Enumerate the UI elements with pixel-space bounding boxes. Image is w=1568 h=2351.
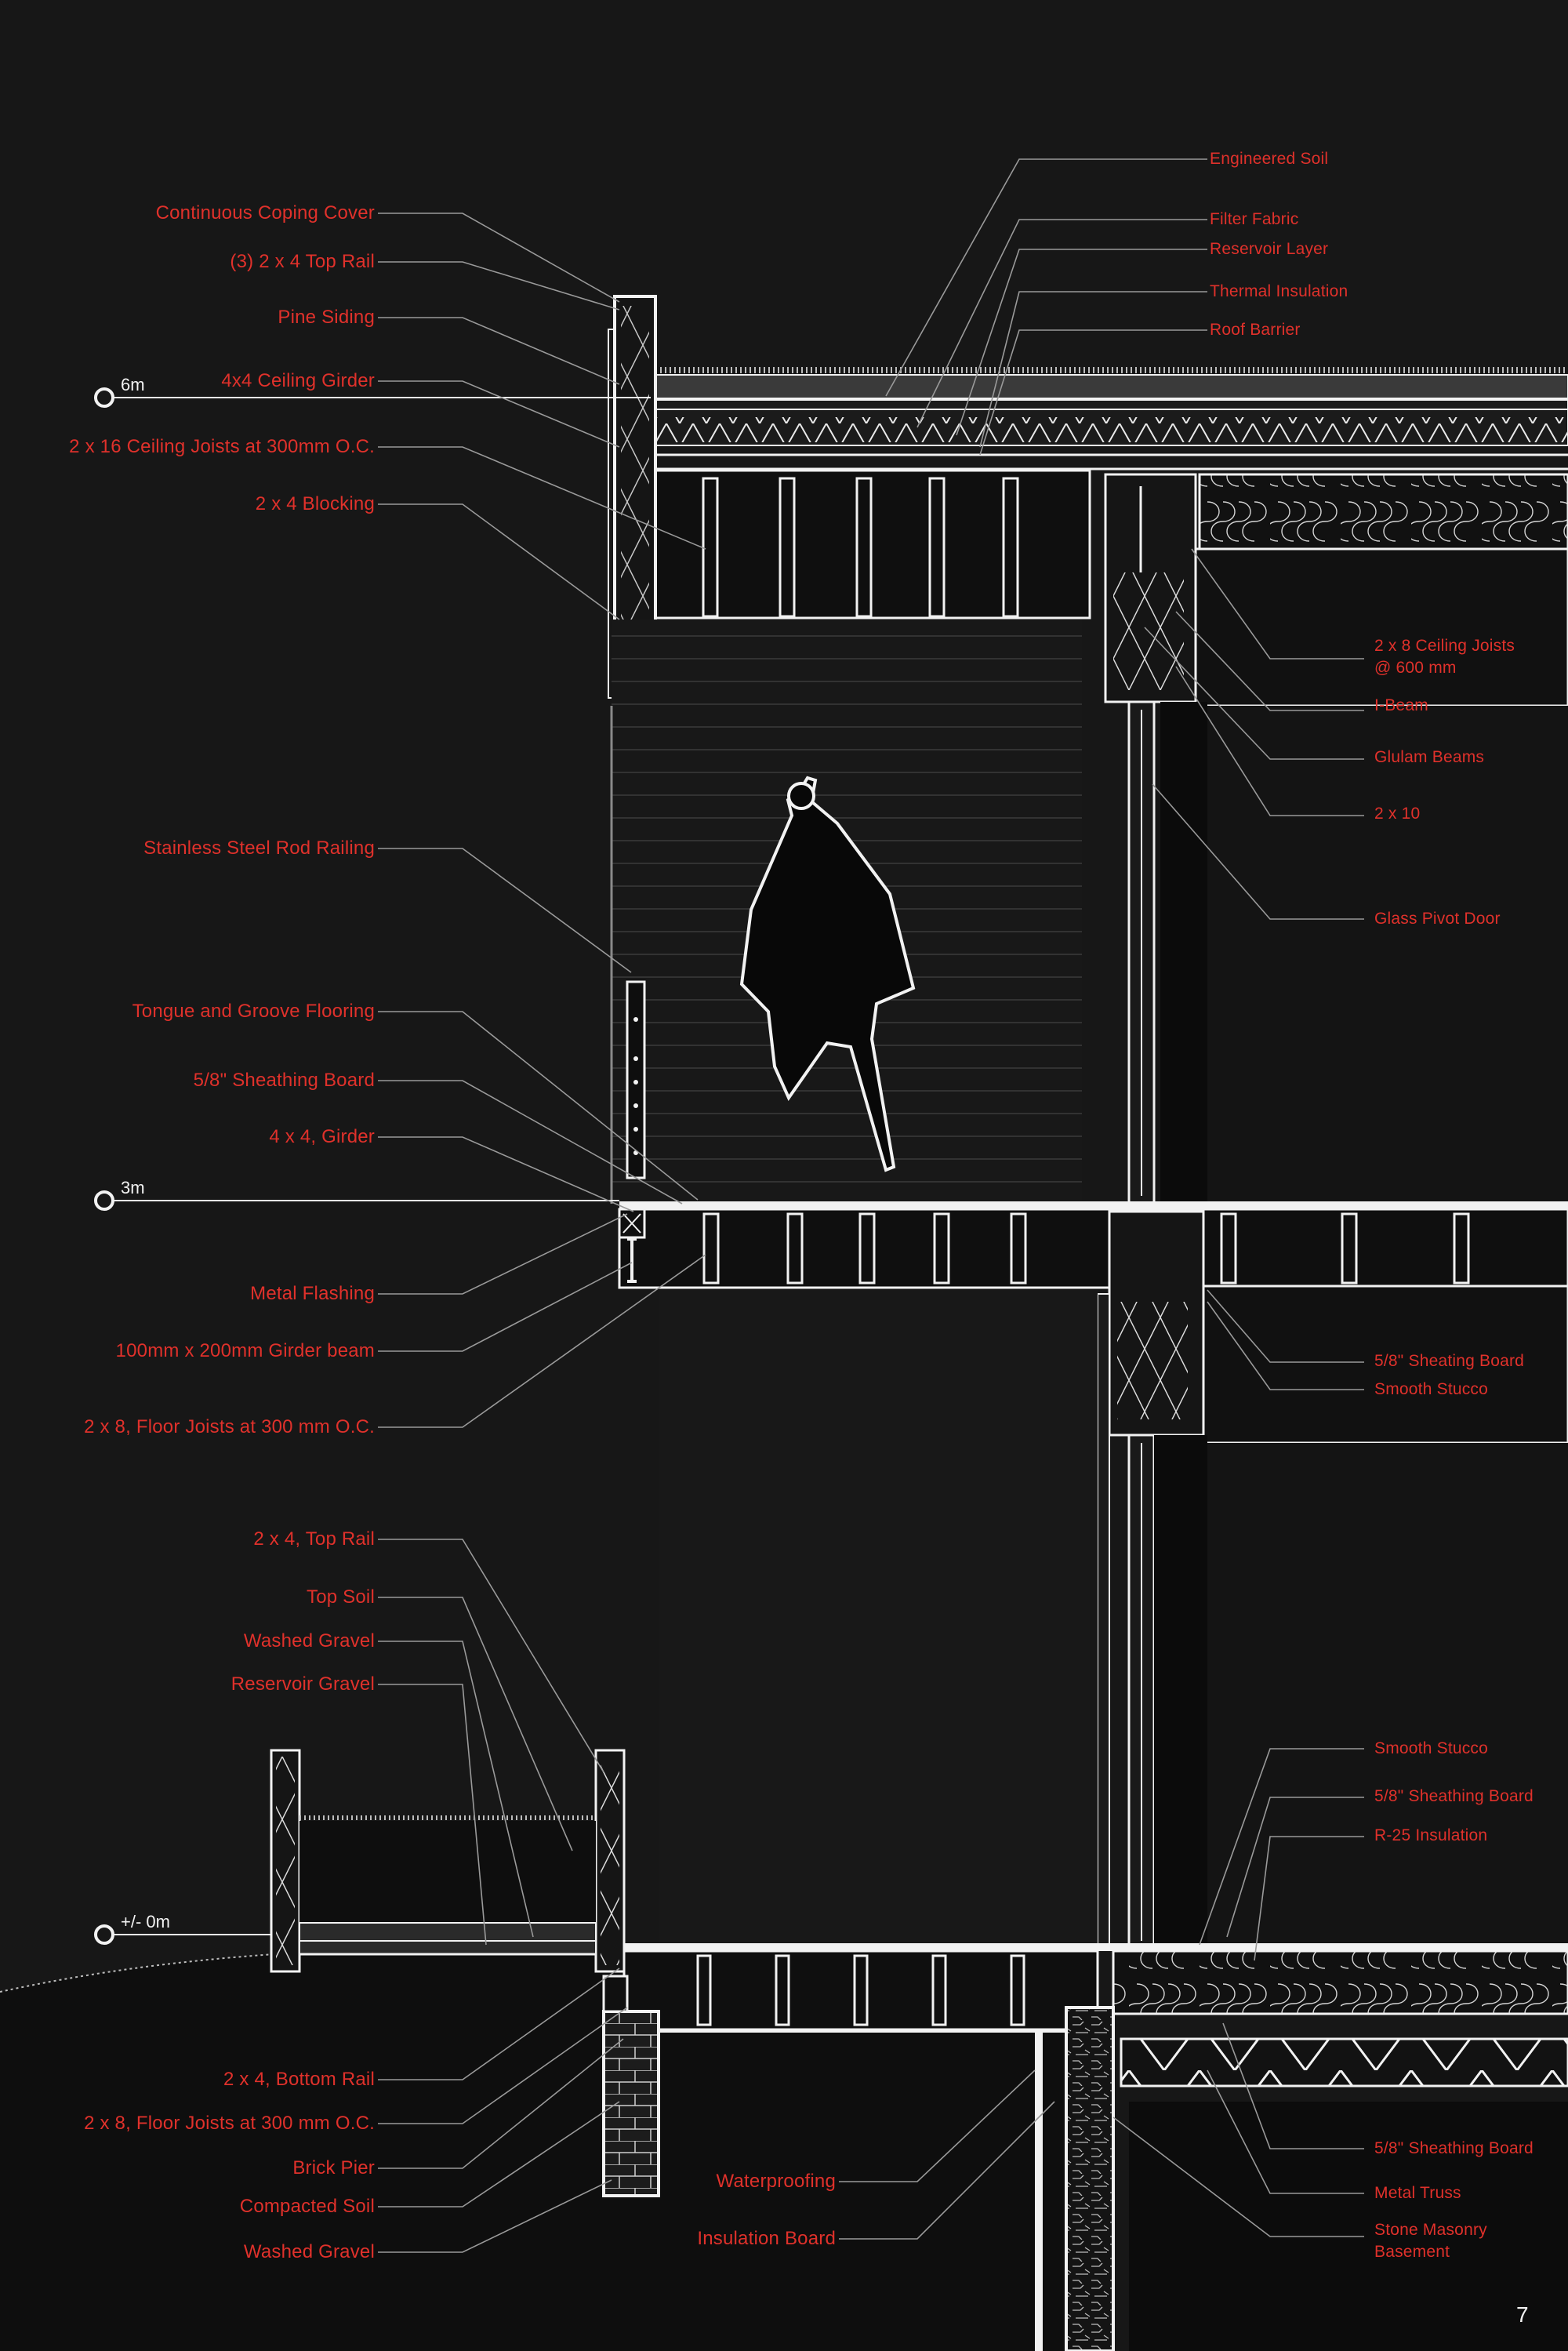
label-ceiling-joists-2x8-b: @ 600 mm (1374, 659, 1457, 677)
floor-insulation (1112, 1949, 1568, 2015)
label-glulam: Glulam Beams (1374, 748, 1485, 766)
label-sheating-board: 5/8" Sheating Board (1374, 1352, 1525, 1370)
label-bottom-rail: 2 x 4, Bottom Rail (223, 2069, 375, 2090)
label-ceiling-joists: 2 x 16 Ceiling Joists at 300mm O.C. (69, 436, 375, 457)
label-stone-masonry-a: Stone Masonry (1374, 2221, 1487, 2239)
label-reservoir-layer: Reservoir Layer (1210, 240, 1329, 258)
roof-insulation (1198, 473, 1568, 551)
leaders-left (378, 213, 1055, 2253)
label-ceiling-joists-2x8-a: 2 x 8 Ceiling Joists (1374, 637, 1515, 655)
girder-beam (627, 1237, 637, 1283)
label-tg-flooring: Tongue and Groove Flooring (132, 1001, 375, 1022)
label-girder-4x4: 4 x 4, Girder (269, 1126, 375, 1147)
brick-pier (602, 2010, 660, 2197)
label-top-soil: Top Soil (307, 1586, 375, 1608)
level-marker-3m (94, 1190, 114, 1211)
label-top-rail-2x4: 2 x 4, Top Rail (253, 1528, 375, 1550)
label-coping: Continuous Coping Cover (155, 202, 375, 223)
label-insulation-board: Insulation Board (697, 2228, 836, 2249)
label-smooth-stucco-1: Smooth Stucco (1374, 1380, 1489, 1398)
label-blocking: 2 x 4 Blocking (255, 493, 375, 514)
level-label-0m: +/- 0m (121, 1912, 170, 1931)
label-rod-railing: Stainless Steel Rod Railing (143, 838, 375, 859)
label-top-rail-3: (3) 2 x 4 Top Rail (230, 251, 375, 272)
label-sheathing: 5/8" Sheathing Board (193, 1070, 375, 1091)
label-metal-flashing: Metal Flashing (250, 1283, 375, 1304)
label-sheathing-board-2: 5/8" Sheathing Board (1374, 1787, 1534, 1805)
label-brick-pier: Brick Pier (292, 2157, 375, 2178)
level-marker-0m (94, 1924, 114, 1945)
label-waterproofing: Waterproofing (716, 2171, 836, 2192)
stone-masonry (1065, 2006, 1115, 2351)
planter-top-soil (299, 1821, 596, 1923)
person-figure (739, 776, 916, 1172)
label-stone-masonry-b: Basement (1374, 2243, 1450, 2261)
label-engineered-soil: Engineered Soil (1210, 150, 1329, 168)
label-floor-joists-lower: 2 x 8, Floor Joists at 300 mm O.C. (84, 2113, 375, 2134)
label-washed-gravel-1: Washed Gravel (243, 1630, 375, 1652)
label-compacted-soil: Compacted Soil (239, 2196, 375, 2217)
page-number: 7 (1516, 2302, 1529, 2327)
label-2x10: 2 x 10 (1374, 805, 1421, 823)
label-r25: R-25 Insulation (1374, 1826, 1488, 1844)
level-label-3m: 3m (121, 1178, 145, 1197)
level-label-6m: 6m (121, 375, 145, 394)
leaders-right (885, 158, 1364, 2237)
floor-3m (619, 1201, 1568, 1209)
label-filter-fabric: Filter Fabric (1210, 210, 1299, 228)
label-girder-beam: 100mm x 200mm Girder beam (115, 1340, 375, 1361)
label-sheathing-board-3: 5/8" Sheathing Board (1374, 2139, 1534, 2157)
label-ceiling-girder: 4x4 Ceiling Girder (221, 370, 375, 391)
level-marker-6m (94, 387, 114, 408)
lower-wall (1097, 1293, 1110, 1949)
roof-soil-layer (650, 374, 1568, 399)
label-roof-barrier: Roof Barrier (1210, 321, 1301, 339)
label-i-beam: I-Beam (1374, 696, 1428, 714)
label-floor-joists-upper: 2 x 8, Floor Joists at 300 mm O.C. (84, 1416, 375, 1437)
label-pine-siding: Pine Siding (278, 307, 375, 328)
label-glass-door: Glass Pivot Door (1374, 910, 1501, 928)
label-washed-gravel-2: Washed Gravel (243, 2241, 375, 2262)
planter-gravel (299, 1922, 597, 1955)
ground-floor (624, 1943, 1568, 1951)
label-metal-truss: Metal Truss (1374, 2184, 1461, 2202)
label-thermal-insulation: Thermal Insulation (1210, 282, 1348, 300)
lower-room (659, 1290, 1098, 1949)
label-smooth-stucco-2: Smooth Stucco (1374, 1739, 1489, 1757)
label-reservoir-gravel: Reservoir Gravel (230, 1673, 375, 1695)
